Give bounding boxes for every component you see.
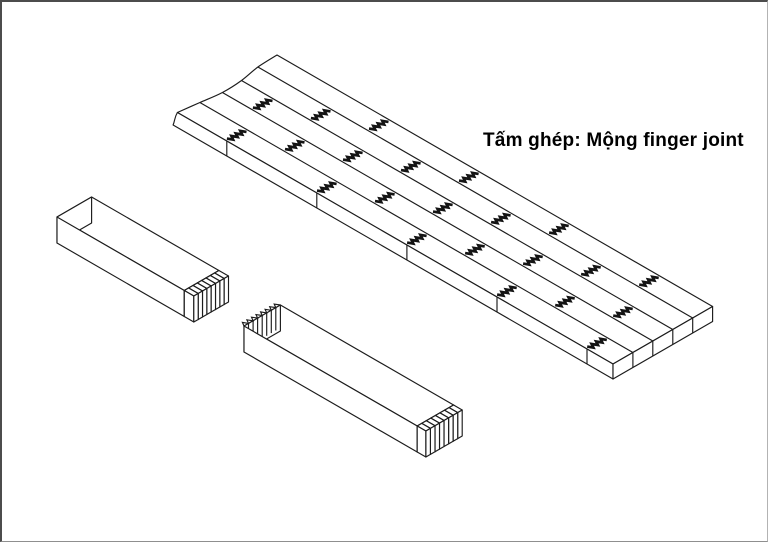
panel-caption: Tấm ghép: Mộng finger joint: [483, 130, 744, 151]
finger-joint-block-double-end: [241, 303, 463, 458]
finger-joint-block-single-end: [56, 196, 230, 323]
glued-panel: [172, 54, 714, 380]
